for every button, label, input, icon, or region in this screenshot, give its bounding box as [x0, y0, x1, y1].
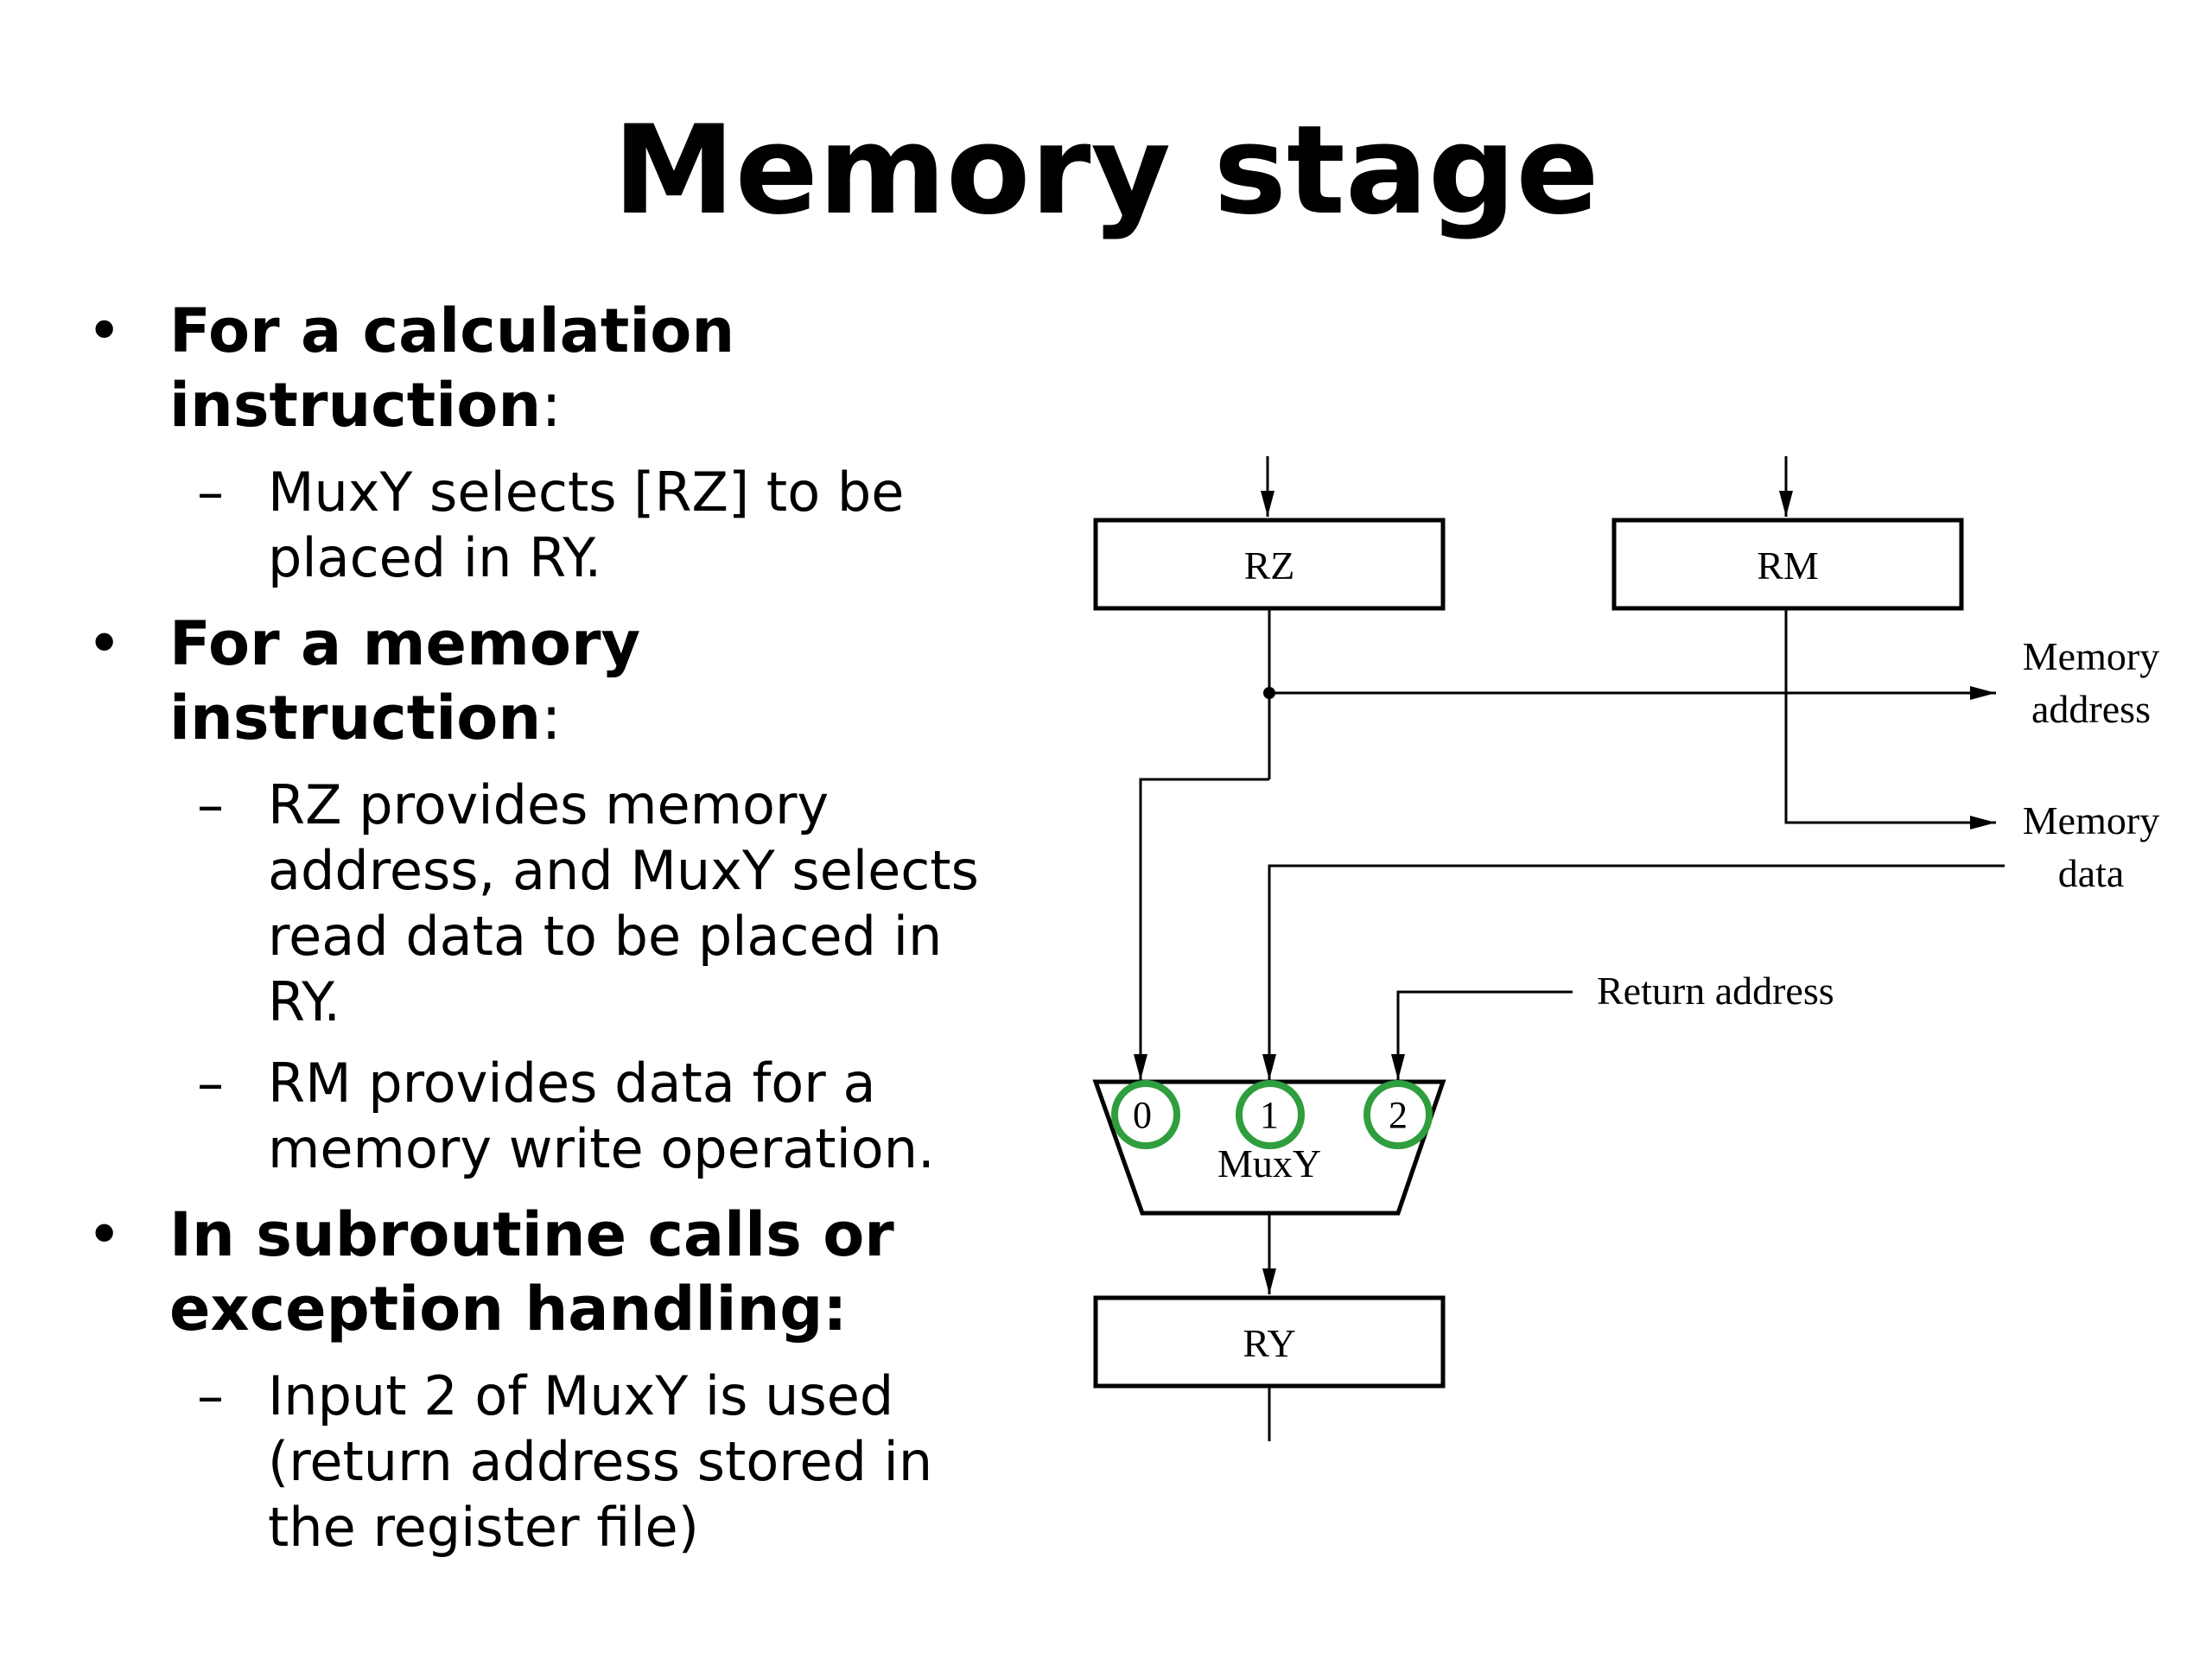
bullet-dot: •: [86, 296, 123, 366]
bullet-memory: • For a memory instruction:: [86, 607, 1028, 755]
sub-bullet-text: MuxY selects [RZ] to be placed in RY.: [268, 461, 905, 589]
memory-data-label-line1: Memory: [2023, 798, 2159, 842]
sub-bullet-rm-write-data: – RM provides data for a memory write op…: [86, 1051, 1028, 1182]
sub-bullet-rz-memory-address: – RZ provides memory address, and MuxY s…: [86, 772, 1028, 1035]
slide-title: Memory stage: [613, 99, 1599, 242]
memory-read-data-wire: [1262, 864, 2005, 1080]
bullet-dot: •: [86, 608, 123, 679]
highlight-circle-input-2: [1363, 1080, 1433, 1149]
return-address-wire: [1391, 990, 1573, 1080]
highlight-circle-input-1: [1236, 1080, 1305, 1149]
sub-bullet-dash: –: [197, 1052, 224, 1115]
register-rm: RM: [1611, 518, 1964, 611]
memory-address-label-line2: address: [2031, 687, 2151, 731]
mux-input-1-label: 1: [1260, 1094, 1279, 1136]
bullet-list: • For a calculation instruction: – MuxY …: [86, 294, 1028, 1576]
bullet-subroutine: • In subroutine calls or exception handl…: [86, 1198, 1028, 1346]
bullet-calculation: • For a calculation instruction:: [86, 294, 1028, 442]
mux-input-0-label: 0: [1133, 1094, 1152, 1136]
register-rm-label: RM: [1757, 543, 1819, 588]
rz-to-mux-input-0-wire: [1134, 778, 1269, 1080]
bullet-heading: In subroutine calls or exception handlin…: [169, 1199, 894, 1344]
sub-bullet-text: RZ provides memory address, and MuxY sel…: [268, 773, 979, 1033]
bullet-heading: For a calculation instruction: [169, 296, 735, 441]
sub-bullet-text: RM provides data for a memory write oper…: [268, 1052, 935, 1180]
return-address-label: Return address: [1597, 969, 1834, 1013]
sub-bullet-muxy-selects-rz: – MuxY selects [RZ] to be placed in RY.: [86, 460, 1028, 591]
memory-data-label-line2: data: [2058, 851, 2125, 895]
rm-to-memory-data-wire: [1784, 608, 1996, 830]
memory-address-label-line1: Memory: [2023, 634, 2159, 678]
bullet-dot: •: [86, 1199, 123, 1270]
sub-bullet-dash: –: [197, 461, 224, 524]
sub-bullet-text: Input 2 of MuxY is used (return address …: [268, 1364, 933, 1559]
register-rz-label: RZ: [1244, 543, 1295, 588]
sub-bullet-dash: –: [197, 773, 224, 836]
register-ry: RY: [1093, 1295, 1446, 1389]
highlight-circle-input-0: [1111, 1080, 1180, 1149]
bullet-suffix: :: [541, 683, 562, 753]
sub-bullet-dash: –: [197, 1364, 224, 1427]
mux-input-2-label: 2: [1389, 1094, 1408, 1136]
bullet-suffix: :: [541, 370, 562, 441]
register-rz: RZ: [1093, 518, 1446, 611]
bullet-heading: For a memory instruction: [169, 608, 641, 753]
sub-bullet-input-2: – Input 2 of MuxY is used (return addres…: [86, 1363, 1028, 1560]
register-ry-label: RY: [1243, 1321, 1295, 1365]
